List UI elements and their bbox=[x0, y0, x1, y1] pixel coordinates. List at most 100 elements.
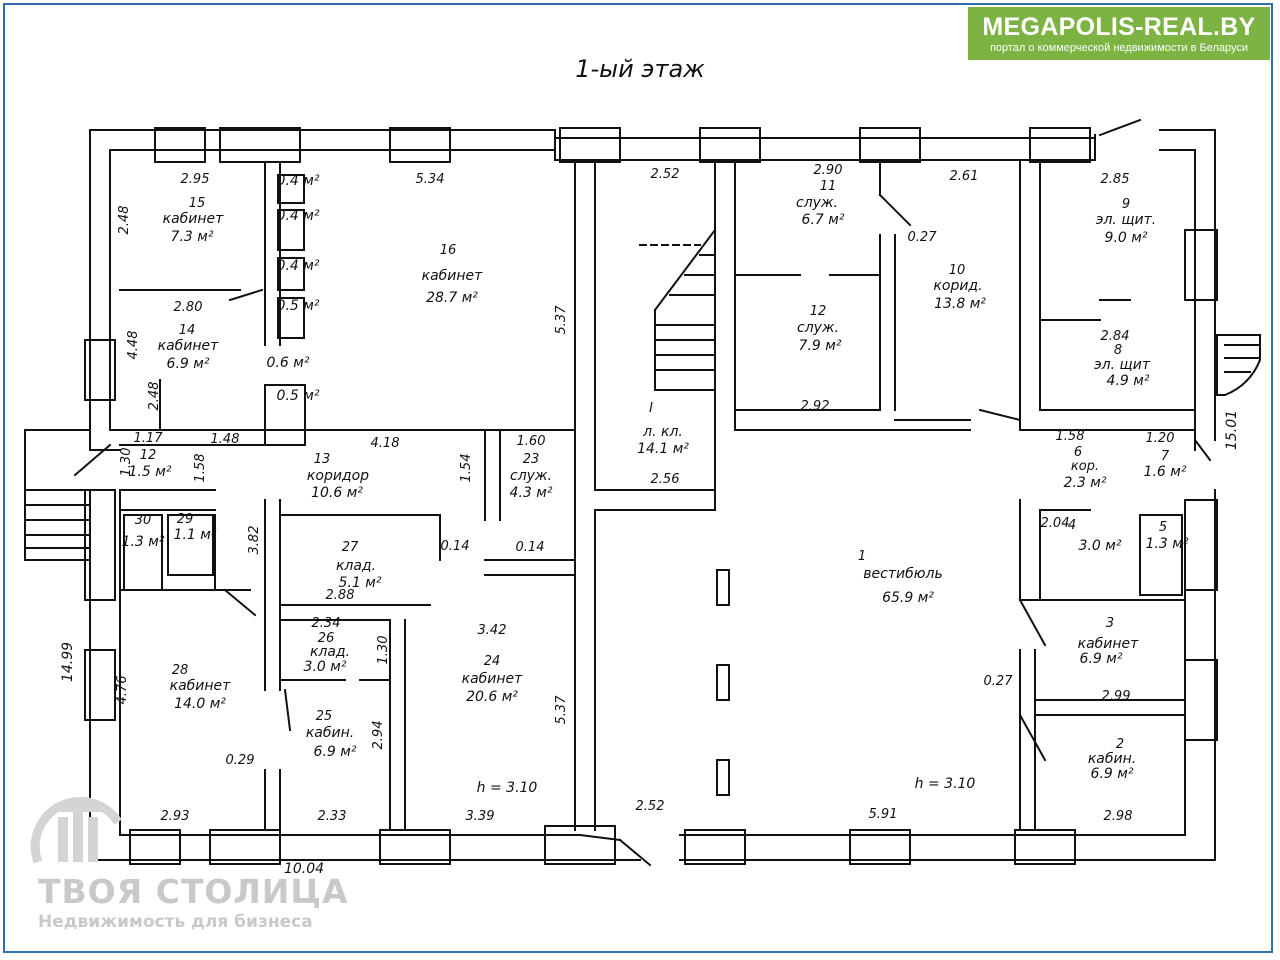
window-bottom-7 bbox=[1014, 829, 1076, 865]
window-top-6 bbox=[859, 127, 921, 163]
plan-label: кабинет bbox=[163, 211, 225, 227]
plan-label: 1.5 м² bbox=[129, 464, 172, 480]
plan-label: 15 bbox=[189, 196, 206, 211]
plan-label: 1.58 bbox=[1056, 429, 1085, 444]
plan-label: 14 bbox=[179, 323, 196, 338]
plan-label: 13.8 м² bbox=[934, 296, 986, 312]
window-bottom-2 bbox=[209, 829, 281, 865]
watermark-tagline: Недвижимость для бизнеса bbox=[38, 912, 313, 932]
plan-label: 12 bbox=[140, 448, 157, 463]
plan-label: 2.92 bbox=[801, 399, 830, 414]
plan-label: 4.76 bbox=[115, 676, 130, 705]
building-emblem-icon bbox=[30, 796, 122, 864]
plan-label: коридор bbox=[307, 468, 369, 484]
plan-label: служ. bbox=[796, 195, 838, 211]
plan-label: 2.94 bbox=[371, 721, 386, 750]
plan-label: 2.93 bbox=[161, 809, 190, 824]
plan-label: 5 bbox=[1159, 520, 1167, 535]
plan-label: 4.18 bbox=[371, 436, 400, 451]
plan-label: 2.88 bbox=[326, 588, 355, 603]
plan-label: 5.34 bbox=[416, 172, 445, 187]
plan-label: 6.9 м² bbox=[1091, 766, 1134, 782]
plan-label: 4.48 bbox=[126, 331, 141, 360]
walls bbox=[24, 118, 1261, 867]
plan-label: 3 bbox=[1106, 616, 1114, 631]
plan-label: 7.3 м² bbox=[171, 229, 214, 245]
plan-label: 1.1 м² bbox=[174, 527, 217, 543]
plan-label: корид. bbox=[933, 278, 982, 294]
plan-label: 11 bbox=[820, 179, 837, 194]
plan-label: эл. щит. bbox=[1096, 212, 1156, 228]
plan-label: 1.30 bbox=[119, 448, 134, 477]
plan-label: 4.3 м² bbox=[510, 485, 553, 501]
plan-label: 2.48 bbox=[147, 382, 162, 411]
plan-label: 0.27 bbox=[984, 674, 1014, 689]
plan-label: кабин. bbox=[1088, 751, 1136, 767]
plan-label: 20.6 м² bbox=[466, 689, 518, 705]
plan-label: 0.5 м² bbox=[277, 298, 320, 314]
plan-label: 1.17 bbox=[134, 431, 164, 446]
toilet-29 bbox=[167, 514, 214, 576]
window-right-3 bbox=[1184, 659, 1218, 741]
plan-label: 10 bbox=[949, 263, 966, 278]
plan-label: 2.33 bbox=[318, 809, 347, 824]
plan-label: 6 bbox=[1074, 445, 1082, 460]
plan-label: 16 bbox=[440, 243, 457, 258]
logo-title: MEGAPOLIS-REAL.BY bbox=[982, 13, 1256, 41]
plan-label: вестибюль bbox=[863, 566, 942, 582]
plan-label: 2.85 bbox=[1101, 172, 1130, 187]
plan-label: 2.99 bbox=[1102, 689, 1131, 704]
plan-label: 65.9 м² bbox=[882, 590, 934, 606]
megapolis-logo[interactable]: MEGAPOLIS-REAL.BY портал о коммерческой … bbox=[968, 7, 1270, 60]
plan-label: 4 bbox=[1068, 518, 1076, 533]
plan-label: 2.52 bbox=[651, 167, 680, 182]
stair-flight bbox=[654, 309, 716, 391]
plan-label: кабинет bbox=[158, 338, 220, 354]
outer-wall-topright bbox=[1159, 129, 1216, 441]
outer-wall-left-lower-inner bbox=[119, 489, 581, 836]
plan-label: 2.34 bbox=[312, 616, 341, 631]
window-top-5 bbox=[699, 127, 761, 163]
plan-label: 0.5 м² bbox=[277, 388, 320, 404]
plan-label: эл. щит bbox=[1094, 357, 1151, 373]
column bbox=[716, 664, 730, 701]
window-bottom-5 bbox=[684, 829, 746, 865]
window-right-2 bbox=[1184, 499, 1218, 591]
plan-label: 28 bbox=[172, 663, 189, 678]
plan-label: 5.37 bbox=[554, 305, 569, 335]
plan-label: 1.20 bbox=[1146, 431, 1175, 446]
entry-right-stairs bbox=[1216, 334, 1261, 396]
plan-label: h = 3.10 bbox=[477, 780, 538, 796]
window-bottom-3 bbox=[379, 829, 451, 865]
logo-subtitle: портал о коммерческой недвижимости в Бел… bbox=[989, 42, 1249, 54]
plan-label: служ. bbox=[510, 468, 552, 484]
outer-wall-top-inner bbox=[109, 137, 1096, 151]
plan-label: 4.9 м² bbox=[1107, 373, 1150, 389]
plan-label: 14.99 bbox=[60, 642, 76, 682]
plan-label: 1.6 м² bbox=[1144, 464, 1187, 480]
window-top-7 bbox=[1029, 127, 1091, 163]
outer-wall-right-lower-inner bbox=[679, 499, 1186, 836]
plan-label: 3.0 м² bbox=[1079, 538, 1122, 554]
outer-wall-topright-inner bbox=[1159, 149, 1196, 451]
plan-label: 24 bbox=[484, 654, 501, 669]
plan-label: 14.1 м² bbox=[637, 441, 689, 457]
plan-label: 2.84 bbox=[1101, 329, 1130, 344]
plan-label: кабинет bbox=[1078, 636, 1140, 652]
plan-label: 6.9 м² bbox=[167, 356, 210, 372]
plan-label: 23 bbox=[523, 452, 540, 467]
plan-label: 25 bbox=[316, 709, 333, 724]
plan-label: 6.9 м² bbox=[314, 744, 357, 760]
plan-label: 2.95 bbox=[181, 172, 210, 187]
plan-label: 6.9 м² bbox=[1080, 651, 1123, 667]
entry-left-canopy bbox=[24, 429, 91, 491]
plan-label: 1.54 bbox=[459, 454, 474, 483]
plan-label: 8 bbox=[1114, 343, 1122, 358]
entry-left-stairs bbox=[24, 489, 91, 561]
plan-label: 2 bbox=[1116, 737, 1124, 752]
plan-label: 30 bbox=[135, 513, 152, 528]
plan-label: 12 bbox=[810, 304, 827, 319]
window-bottom-1 bbox=[129, 829, 181, 865]
window-top-2 bbox=[219, 127, 301, 163]
